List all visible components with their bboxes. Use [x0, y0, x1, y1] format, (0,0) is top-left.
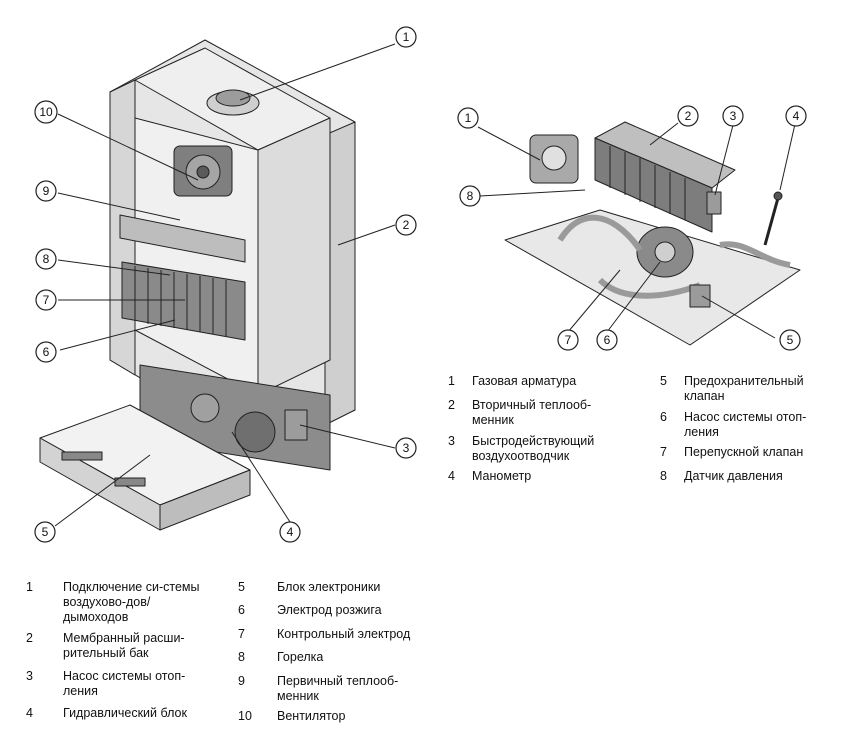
- svg-text:7: 7: [565, 333, 572, 347]
- left-leader-lines: [54, 43, 396, 527]
- callout-right-6: 6: [596, 329, 618, 351]
- callout-right-4: 4: [785, 105, 807, 127]
- svg-text:6: 6: [604, 333, 611, 347]
- hydraulic-assembly-illustration: [504, 121, 801, 346]
- callout-left-10: 10: [34, 100, 58, 124]
- electronics-box: [39, 404, 251, 531]
- assembly-base-plate: [504, 209, 801, 346]
- callout-right-7: 7: [557, 329, 579, 351]
- callout-right-2: 2: [677, 105, 699, 127]
- callout-right-8: 8: [459, 185, 481, 207]
- svg-text:3: 3: [403, 441, 410, 455]
- svg-text:9: 9: [43, 184, 50, 198]
- gas-valve: [529, 134, 579, 184]
- svg-text:6: 6: [43, 345, 50, 359]
- callout-right-5: 5: [779, 329, 801, 351]
- right-leader-lines: [477, 122, 796, 339]
- svg-text:8: 8: [43, 252, 50, 266]
- callout-left-8: 8: [35, 248, 57, 270]
- svg-text:8: 8: [467, 189, 474, 203]
- svg-text:4: 4: [793, 109, 800, 123]
- svg-text:5: 5: [787, 333, 794, 347]
- callout-left-3: 3: [395, 437, 417, 459]
- air-vent: [706, 191, 722, 215]
- callout-left-1: 1: [395, 26, 417, 48]
- flue-inner-ring: [215, 89, 251, 107]
- svg-text:5: 5: [42, 525, 49, 539]
- svg-text:4: 4: [287, 525, 294, 539]
- callout-left-4: 4: [279, 521, 301, 543]
- svg-text:1: 1: [465, 111, 472, 125]
- svg-text:2: 2: [685, 109, 692, 123]
- pump-unit: [636, 226, 694, 278]
- svg-text:10: 10: [39, 105, 53, 119]
- boiler-housing-side: [257, 117, 331, 396]
- primary-heat-exchanger: [119, 214, 246, 263]
- callout-right-3: 3: [722, 105, 744, 127]
- callout-right-1: 1: [457, 107, 479, 129]
- callout-left-2: 2: [395, 214, 417, 236]
- fan-unit: [173, 145, 233, 197]
- boiler-illustration: [39, 39, 356, 531]
- callout-left-6: 6: [35, 341, 57, 363]
- secondary-heat-exchanger: [594, 121, 736, 233]
- callout-left-7: 7: [35, 289, 57, 311]
- safety-valve: [689, 284, 711, 308]
- svg-text:2: 2: [403, 218, 410, 232]
- pressure-gauge: [763, 191, 783, 246]
- svg-text:7: 7: [43, 293, 50, 307]
- callout-left-5: 5: [34, 521, 56, 543]
- svg-text:1: 1: [403, 30, 410, 44]
- callout-left-9: 9: [35, 180, 57, 202]
- burner-block: [121, 261, 246, 341]
- svg-text:3: 3: [730, 109, 737, 123]
